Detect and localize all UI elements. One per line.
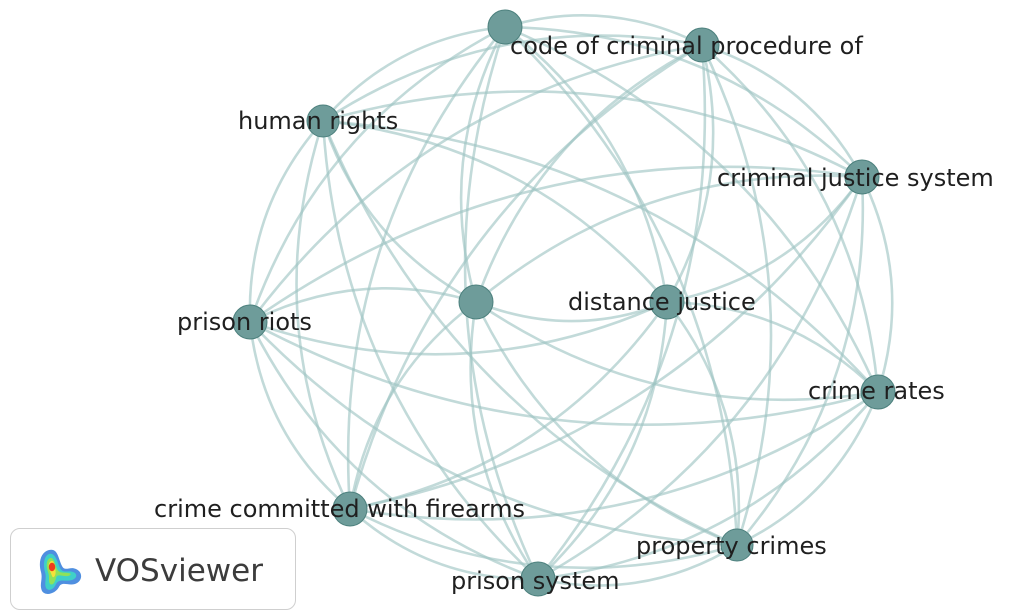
edge-top-property	[503, 25, 739, 547]
edge-code-top	[503, 13, 704, 47]
edge-top-cjs	[503, 25, 864, 179]
edge-hr-prison	[321, 119, 540, 581]
edge-code-hr	[321, 34, 704, 123]
node-label-distance-justice[interactable]: distance justice	[568, 288, 756, 316]
node-hr[interactable]	[306, 104, 340, 138]
node-center[interactable]	[458, 284, 494, 320]
edge-hr-cjs	[321, 90, 864, 179]
node-label-prison-riots[interactable]: prison riots	[177, 308, 312, 336]
node-label-crime-rates[interactable]: crime rates	[808, 377, 945, 405]
edge-code-center	[474, 43, 704, 304]
node-label-prison-system[interactable]: prison system	[451, 567, 620, 595]
edge-top-center	[459, 25, 507, 304]
edge-riots-firearms	[248, 320, 352, 511]
edge-property-prison	[536, 543, 739, 587]
edge-cjs-firearms	[348, 175, 864, 511]
edges-layer	[248, 13, 894, 587]
node-rates[interactable]	[860, 374, 896, 410]
edge-hr-firearms	[295, 119, 352, 511]
node-label-code[interactable]: code of criminal procedure of	[510, 32, 863, 60]
node-label-crime-committed-with-firearms[interactable]: crime committed with firearms	[154, 495, 525, 523]
edge-cjs-prison	[536, 175, 864, 581]
edge-cjs-property	[735, 175, 865, 547]
node-prison[interactable]	[520, 561, 556, 597]
edge-cjs-center	[474, 174, 864, 304]
edge-center-firearms	[348, 300, 478, 511]
edge-top-riots	[248, 25, 507, 324]
edge-hr-dj	[321, 119, 669, 304]
edge-code-cjs	[700, 43, 864, 179]
edge-dj-rates	[665, 300, 880, 394]
node-label-property-crimes[interactable]: property crimes	[636, 532, 827, 560]
edge-top-firearms	[346, 25, 507, 511]
node-cjs[interactable]	[844, 159, 880, 195]
vosviewer-badge: VOSviewer	[10, 528, 296, 610]
edge-center-property	[474, 300, 739, 547]
edge-cjs-riots	[248, 165, 864, 324]
edge-hr-rates	[321, 119, 880, 394]
edge-code-rates	[700, 43, 880, 394]
edge-firearms-prison	[348, 507, 540, 581]
node-label-human-rights[interactable]: human rights	[238, 107, 398, 135]
edge-top-hr	[321, 25, 507, 123]
edge-center-rates	[474, 300, 880, 402]
node-code[interactable]	[684, 27, 720, 63]
edge-top-dj	[503, 25, 669, 304]
edge-dj-prison	[536, 300, 669, 581]
node-top[interactable]	[487, 9, 523, 45]
node-riots[interactable]	[232, 304, 268, 340]
edge-hr-center	[321, 119, 478, 304]
edge-rates-property	[735, 390, 880, 547]
edge-dj-firearms	[348, 300, 669, 511]
edge-center-prison	[469, 300, 540, 581]
edge-top-rates	[503, 25, 880, 394]
node-firearms[interactable]	[332, 491, 368, 527]
edge-riots-property	[248, 320, 739, 547]
vosviewer-logo-icon	[39, 549, 82, 594]
nodes-layer	[232, 9, 896, 597]
vosviewer-label: VOSviewer	[95, 553, 263, 589]
edge-rates-prison	[536, 390, 880, 581]
node-label-criminal-justice-system[interactable]: criminal justice system	[717, 164, 994, 192]
edge-dj-riots	[248, 300, 669, 356]
edge-cjs-rates	[860, 175, 894, 394]
edge-dj-property	[665, 300, 741, 547]
node-property[interactable]	[720, 528, 754, 562]
edge-rates-firearms	[348, 390, 880, 521]
edge-riots-rates	[248, 320, 880, 426]
edge-hr-riots	[248, 119, 325, 324]
edge-code-prison	[536, 43, 707, 581]
node-dj[interactable]	[649, 284, 685, 320]
edge-code-dj	[665, 43, 715, 304]
labels-layer: code of criminal procedure of human righ…	[154, 32, 994, 595]
edge-center-dj	[474, 300, 669, 323]
edge-center-riots	[248, 287, 478, 324]
